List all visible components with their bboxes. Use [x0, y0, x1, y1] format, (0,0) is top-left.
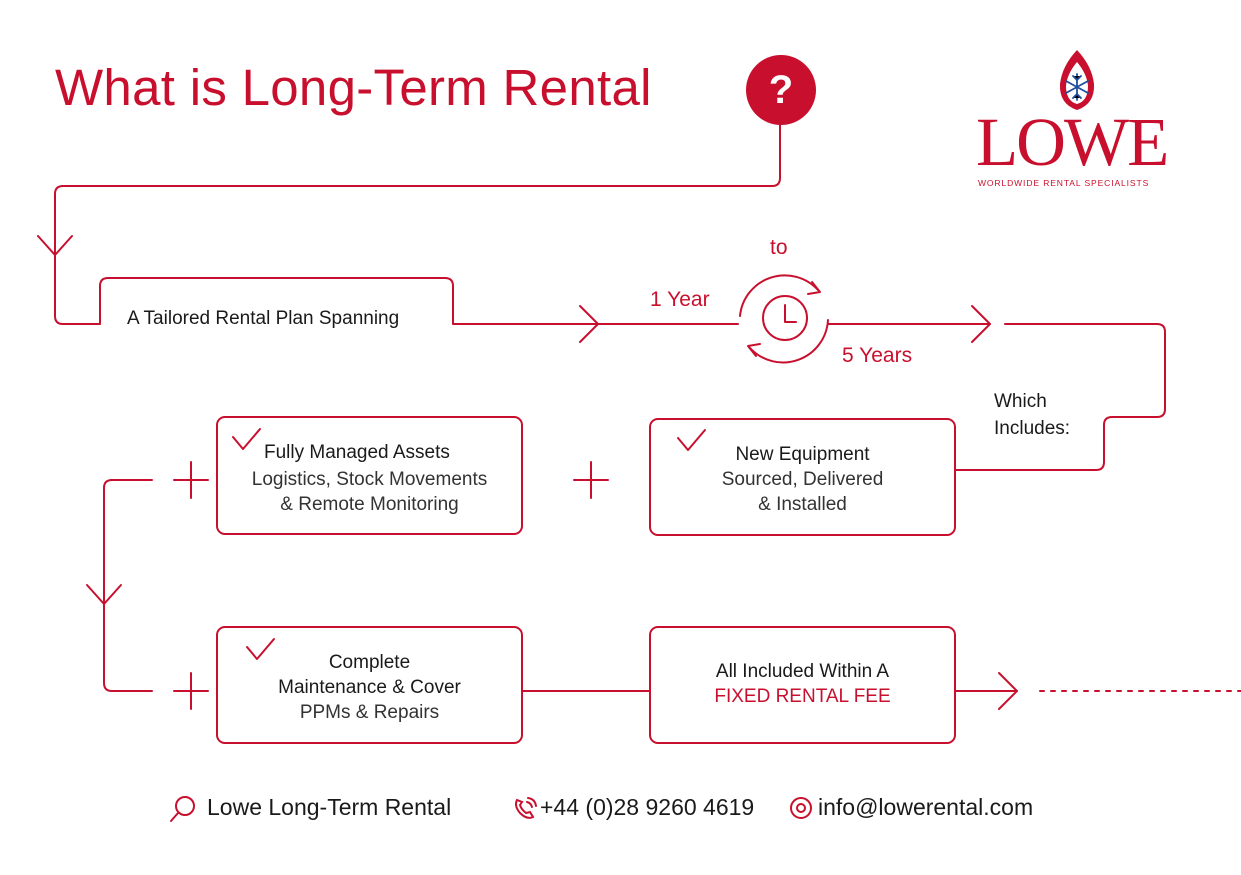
plus-sign-2: [173, 461, 209, 499]
arrow-right-3: [998, 672, 1018, 710]
at-icon-ring: [790, 797, 812, 819]
includes-label-1: Which: [994, 391, 1047, 412]
managed-assets-content: Logistics, Stock Movements & Remote Moni…: [217, 467, 522, 517]
question-mark-icon: ?: [746, 55, 816, 125]
clock-hands: [784, 304, 797, 323]
flame-snowflake-icon: [1059, 50, 1095, 110]
term-end: 5 Years: [842, 344, 913, 367]
term-to-word: to: [770, 236, 788, 259]
check-icon-2: [232, 428, 261, 450]
new-equipment-line1: Sourced, Delivered: [721, 469, 884, 490]
box-maintenance: [216, 626, 523, 744]
clock-face: [762, 295, 808, 341]
managed-assets-line1: Logistics, Stock Movements: [251, 469, 488, 490]
new-equipment-content: New Equipment Sourced, Delivered & Insta…: [650, 442, 955, 517]
at-icon-core: [796, 803, 806, 813]
logo-tagline: WORLDWIDE RENTAL SPECIALISTS: [978, 178, 1150, 188]
managed-assets-title: Fully Managed Assets: [264, 442, 450, 463]
fixed-fee-highlight: FIXED RENTAL FEE: [714, 686, 891, 707]
search-icon-lens: [175, 796, 195, 816]
connector-left-loop: [103, 479, 153, 692]
phone-icon: [515, 798, 535, 819]
plan-label: A Tailored Rental Plan Spanning: [127, 308, 400, 329]
footer-phone[interactable]: +44 (0)28 9260 4619: [540, 794, 755, 820]
managed-assets-line2: & Remote Monitoring: [280, 494, 459, 515]
new-equipment-title: New Equipment: [735, 444, 870, 465]
clock-arrow-bottom: [749, 319, 829, 364]
fixed-fee-content: All Included Within A FIXED RENTAL FEE: [650, 659, 955, 709]
new-equipment-line2: & Installed: [758, 494, 847, 515]
clock-arrowhead-bottom: [747, 343, 761, 357]
box-new-equipment: [649, 418, 956, 536]
arrow-right-2: [971, 305, 991, 343]
maintenance-line1: PPMs & Repairs: [299, 702, 440, 723]
page-title: What is Long-Term Rental: [55, 59, 652, 116]
maintenance-title-2: Maintenance & Cover: [278, 677, 461, 698]
logo-wordmark: LOWE: [976, 104, 1169, 180]
includes-label-2: Includes:: [994, 418, 1071, 439]
clock-arrow-top: [739, 274, 819, 317]
maintenance-title-1: Complete: [328, 652, 411, 673]
chevron-down-2: [86, 584, 122, 605]
connector-right: [954, 323, 1166, 471]
plus-sign-1: [573, 461, 609, 499]
check-icon-3: [246, 638, 275, 660]
clock-arrowhead-top: [807, 281, 821, 295]
search-icon-handle: [170, 812, 179, 822]
maintenance-content: Complete Maintenance & Cover PPMs & Repa…: [217, 650, 522, 725]
plus-sign-3: [173, 672, 209, 710]
fixed-fee-line1: All Included Within A: [715, 661, 890, 682]
connector-top: [54, 124, 781, 325]
chevron-down-1: [37, 235, 73, 256]
footer-email[interactable]: info@lowerental.com: [818, 794, 1034, 820]
check-icon-1: [677, 429, 706, 451]
phone-signal: [526, 797, 537, 808]
box-fixed-fee: [649, 626, 956, 744]
box-managed-assets: [216, 416, 523, 535]
term-start: 1 Year: [650, 288, 710, 311]
footer-search-text[interactable]: Lowe Long-Term Rental: [207, 794, 452, 820]
